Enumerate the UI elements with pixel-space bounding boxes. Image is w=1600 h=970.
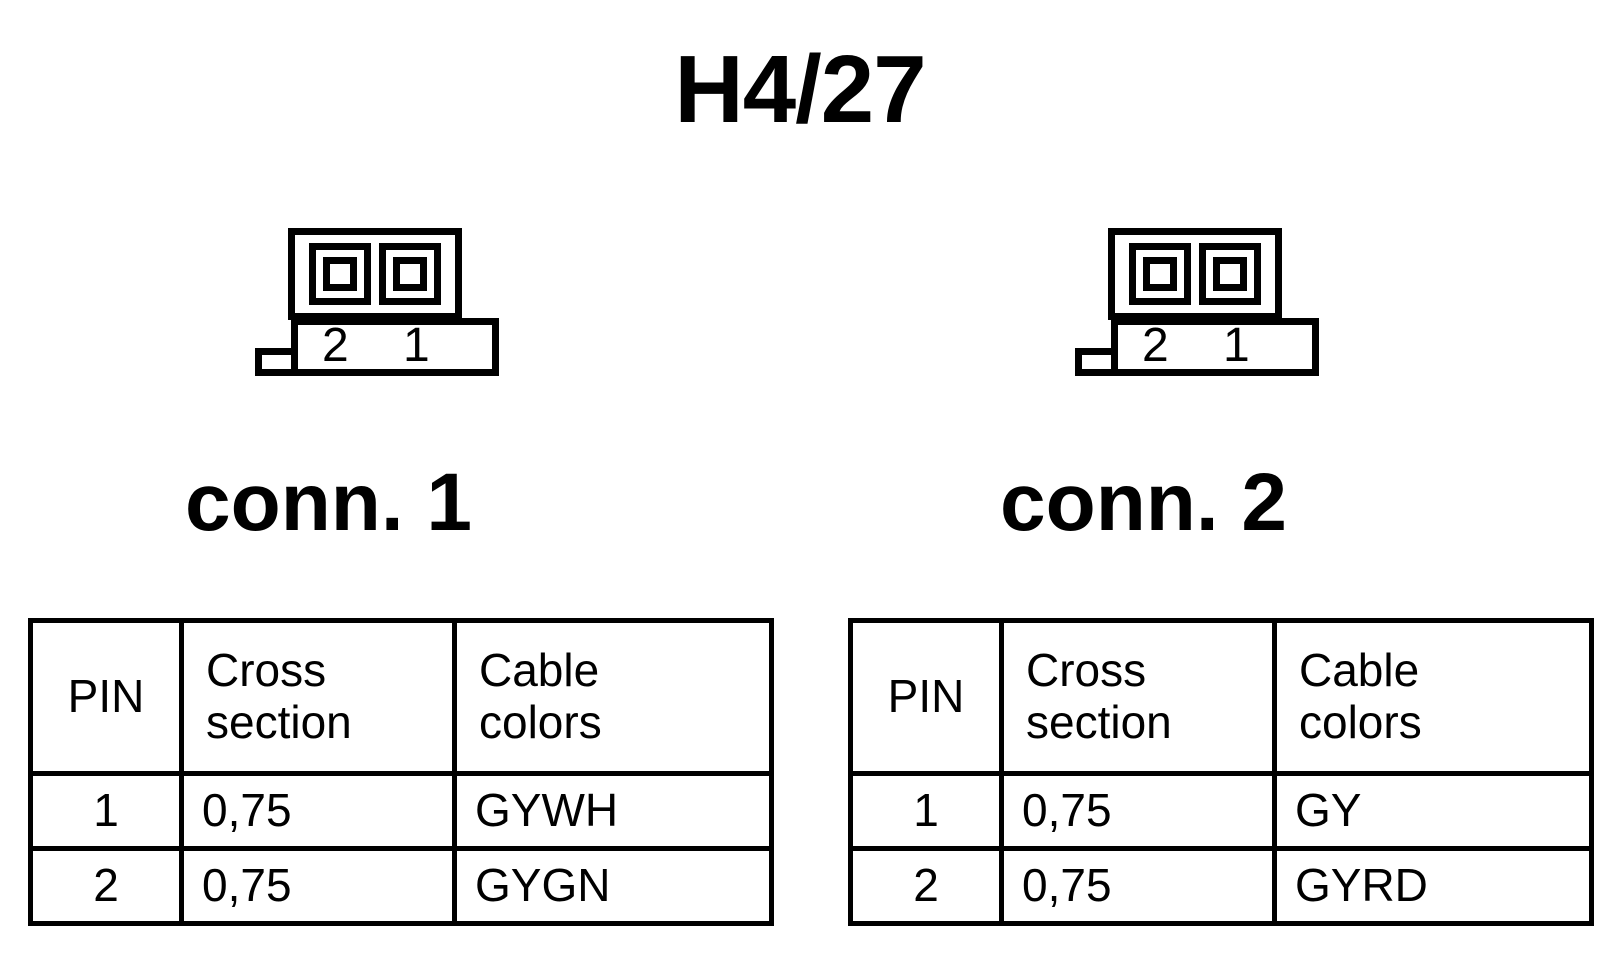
pin-cavity-icon-1 [1199,243,1261,305]
connector-housing-lower: 2 1 [1111,318,1319,376]
column-header-cross-section-line1: Cross [1026,644,1147,697]
cell-pin: 2 [28,846,184,926]
connector-pin-number-1: 1 [1223,319,1250,373]
connector-housing-upper [288,228,462,320]
column-header-cross-section-line1: Cross [206,644,327,697]
connector-housing-upper [1108,228,1282,320]
column-header-cross-section-line2: section [1026,696,1172,748]
connector-label-conn-2: conn. 2 [1000,457,1288,548]
table-row: 1 0,75 GY [848,771,1594,851]
column-header-pin: PIN [848,618,1004,776]
cell-pin: 1 [848,771,1004,851]
column-header-cable-colors-line1: Cable [1299,644,1420,697]
pin-cavity-icon-2 [1129,243,1191,305]
cell-cross-section: 0,75 [179,771,457,851]
cell-cable-colors: GYGN [452,846,774,926]
column-header-cross-section-line2: section [206,696,352,748]
pin-cavity-icon-1 [379,243,441,305]
cell-pin: 2 [848,846,1004,926]
table-row: 1 0,75 GYWH [28,771,774,851]
column-header-cross-section: Cross section [999,618,1277,776]
pin-cavity-core [1213,257,1247,291]
cell-pin: 1 [28,771,184,851]
table-header-row: PIN Cross section Cable colors [28,618,774,776]
pin-table-conn-1: PIN Cross section Cable colors 1 0,75 GY… [28,618,774,926]
table-body: 1 0,75 GYWH 2 0,75 GYGN [28,771,774,926]
table-row: 2 0,75 GYRD [848,846,1594,926]
cell-cable-colors: GYWH [452,771,774,851]
column-header-cable-colors-line1: Cable [479,644,600,697]
pin-cavity-core [1143,257,1177,291]
table-header: PIN Cross section Cable colors [28,618,774,776]
table-body: 1 0,75 GY 2 0,75 GYRD [848,771,1594,926]
cell-cable-colors: GY [1272,771,1594,851]
pin-table-conn-2: PIN Cross section Cable colors 1 0,75 GY… [848,618,1594,926]
connector-housing-lower: 2 1 [291,318,499,376]
connector-symbol-conn-1: 2 1 [250,220,500,380]
connector-pin-number-1: 1 [403,319,430,373]
column-header-cable-colors-line2: colors [1299,696,1422,748]
cell-cable-colors: GYRD [1272,846,1594,926]
connector-label-conn-1: conn. 1 [185,457,473,548]
column-header-cable-colors: Cable colors [1272,618,1594,776]
table-row: 2 0,75 GYGN [28,846,774,926]
pin-cavity-icon-2 [309,243,371,305]
cell-cross-section: 0,75 [999,846,1277,926]
connector-symbol-conn-2: 2 1 [1070,220,1320,380]
page-title: H4/27 [674,36,926,143]
connector-pin-number-2: 2 [1142,319,1169,373]
table-header: PIN Cross section Cable colors [848,618,1594,776]
pin-cavity-core [393,257,427,291]
connector-pin-number-2: 2 [322,319,349,373]
table-header-row: PIN Cross section Cable colors [848,618,1594,776]
pin-cavity-core [323,257,357,291]
column-header-cable-colors: Cable colors [452,618,774,776]
column-header-pin: PIN [28,618,184,776]
column-header-cable-colors-line2: colors [479,696,602,748]
cell-cross-section: 0,75 [179,846,457,926]
cell-cross-section: 0,75 [999,771,1277,851]
column-header-cross-section: Cross section [179,618,457,776]
